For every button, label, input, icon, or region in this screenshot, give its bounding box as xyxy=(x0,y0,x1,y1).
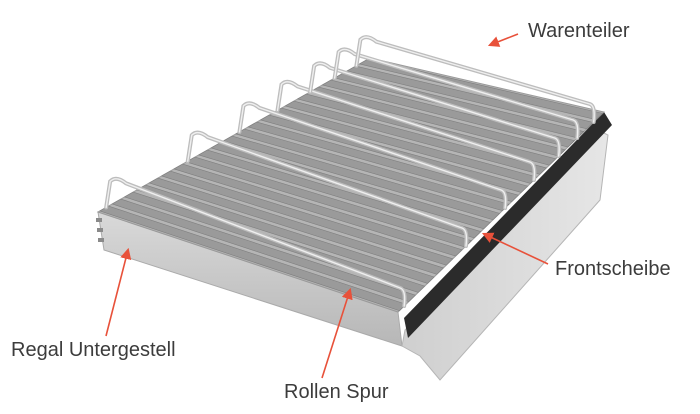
warenteiler-highlight xyxy=(333,48,579,139)
edge-notches xyxy=(96,218,104,242)
roller-lane xyxy=(148,177,444,275)
roller-lane xyxy=(173,163,463,257)
warenteiler-highlight xyxy=(238,102,507,209)
roller-lane xyxy=(160,170,454,266)
roller-lane xyxy=(247,121,519,202)
warenteiler-highlight xyxy=(105,178,406,307)
label-warenteiler: Warenteiler xyxy=(528,20,630,42)
roller-lanes xyxy=(99,58,604,311)
warenteiler-highlight xyxy=(187,131,468,247)
roller-lane xyxy=(198,149,482,239)
roller-lane xyxy=(111,198,416,302)
roller-lane xyxy=(309,86,566,157)
roller-lane xyxy=(136,184,435,284)
arrow-regal-untergestell xyxy=(105,247,132,337)
roller-lane xyxy=(284,100,548,175)
label-regal-untergestell: Regal Untergestell xyxy=(11,339,176,361)
arrow-warenteiler xyxy=(487,33,519,47)
roller-lane xyxy=(185,156,473,248)
label-rollen-spur: Rollen Spur xyxy=(284,381,389,403)
warenteiler-highlight xyxy=(309,62,560,157)
arrow-frontscheibe xyxy=(481,232,549,265)
frontscheibe xyxy=(404,112,612,338)
warenteiler-group xyxy=(104,35,597,308)
roller-lane xyxy=(222,135,501,221)
roller-lane xyxy=(321,79,576,148)
arrow-rollen-spur xyxy=(321,287,353,379)
label-frontscheibe: Frontscheibe xyxy=(555,258,671,280)
warenteiler-highlight xyxy=(276,81,536,181)
warenteiler-highlight xyxy=(355,36,595,123)
